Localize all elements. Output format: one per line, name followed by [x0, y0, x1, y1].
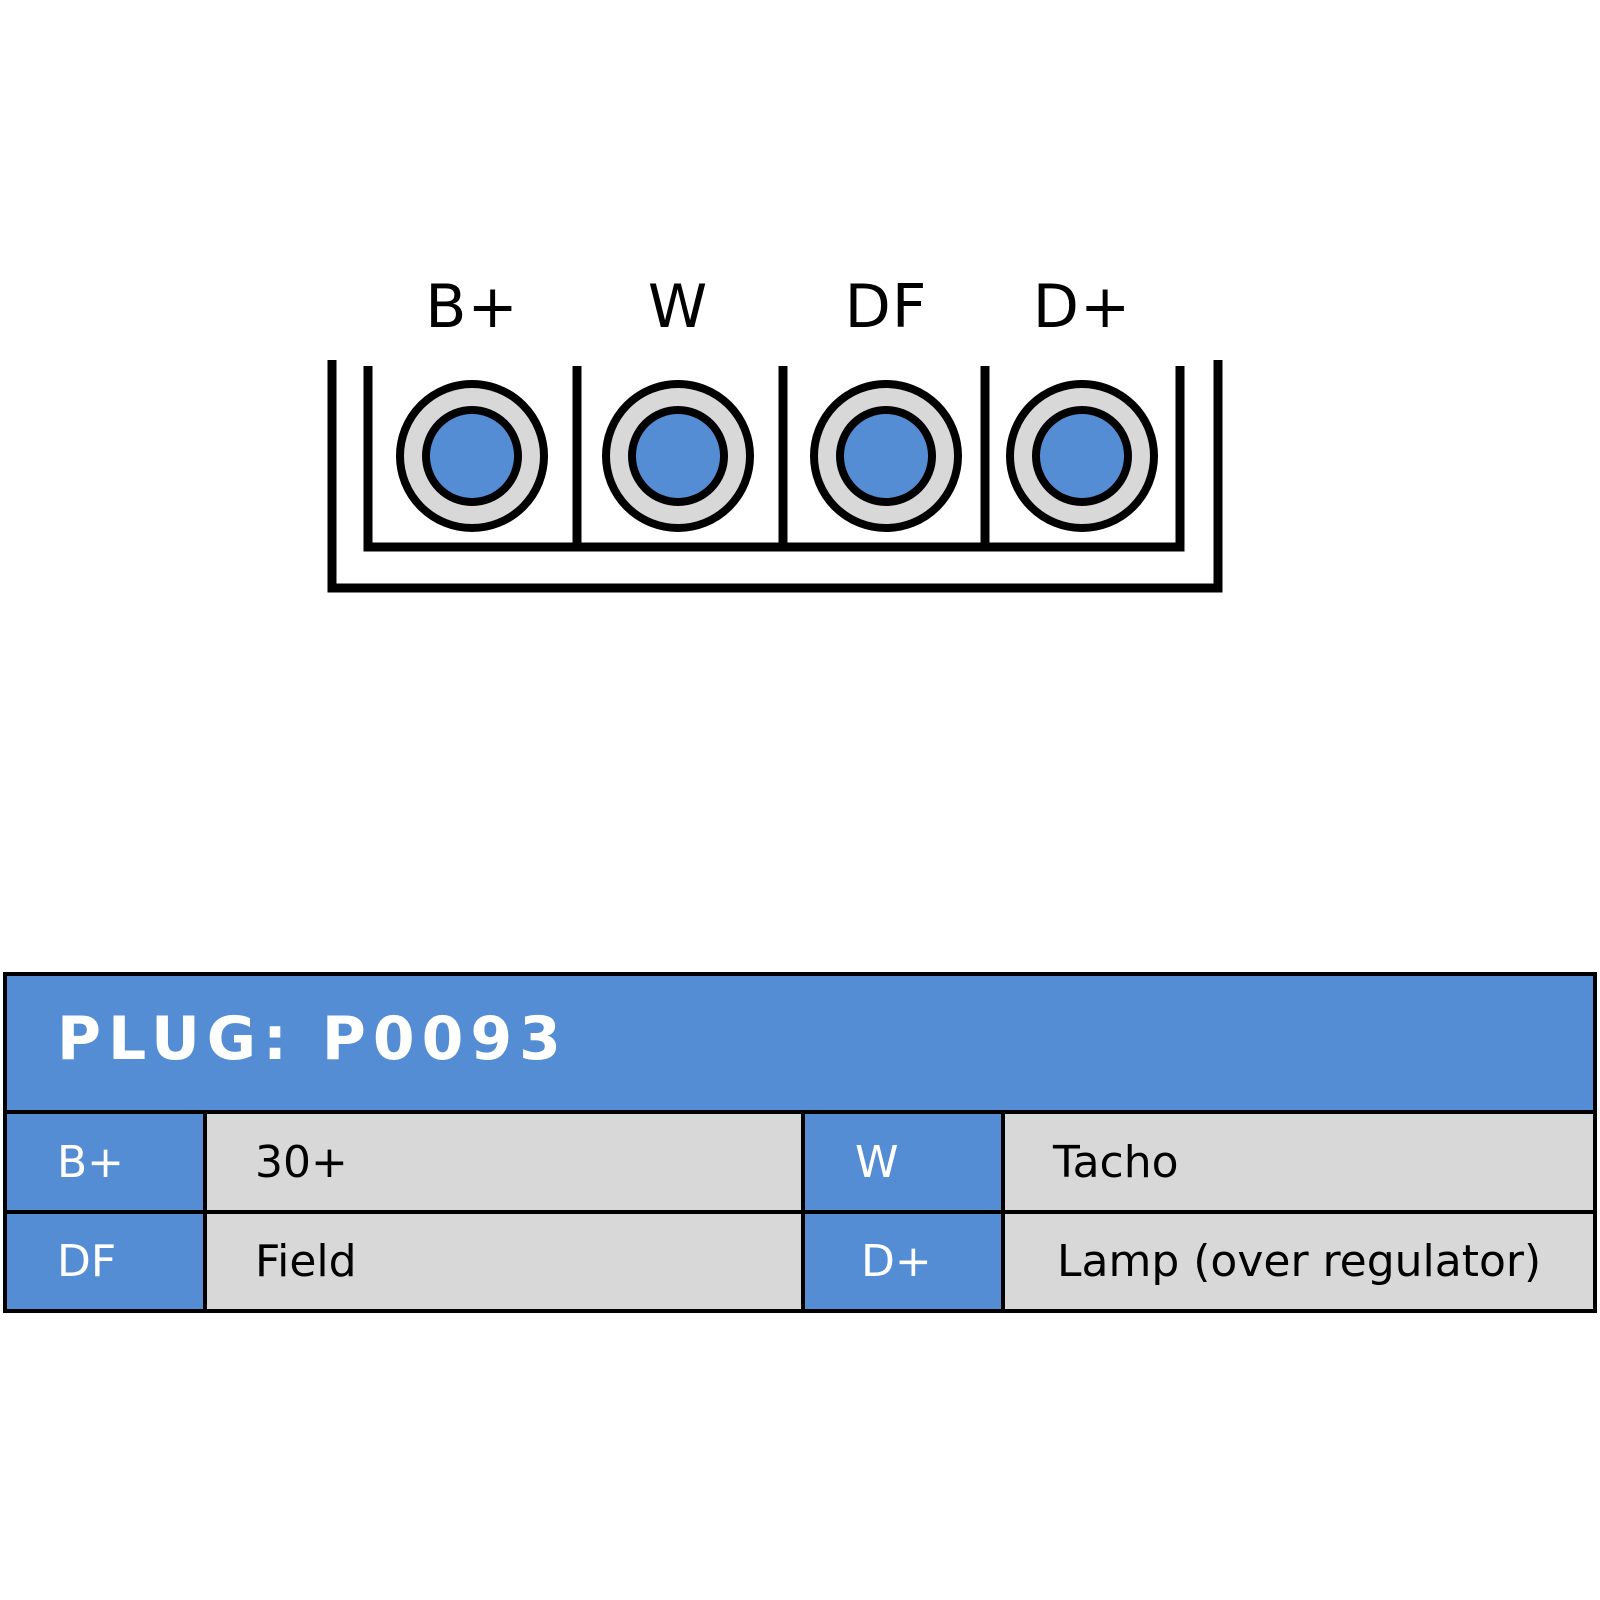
table-column-divider [801, 1114, 805, 1309]
cell-key-label: W [855, 1136, 899, 1188]
plug-title: PLUG: P0093 [57, 1004, 568, 1074]
cell-value-label: Tacho [1053, 1136, 1179, 1188]
pin-label-df: DF [844, 272, 928, 342]
pin-label-w: W [647, 272, 709, 342]
table-cell-key: D+ [805, 1214, 1001, 1309]
cell-value-label: 30+ [255, 1136, 348, 1188]
connector-inner-housing [363, 366, 1185, 552]
table-cell-value: Tacho [1005, 1114, 1593, 1210]
pin-label-b-plus: B+ [425, 272, 519, 342]
table-row-divider [7, 1210, 1593, 1214]
plug-title-bar: PLUG: P0093 [7, 976, 1593, 1114]
table-cell-key: B+ [7, 1114, 203, 1210]
table-cell-key: DF [7, 1214, 203, 1309]
cell-value-label: Field [255, 1236, 357, 1287]
pin-w [602, 380, 754, 532]
table-cell-key: W [805, 1114, 1001, 1210]
pin-b-plus [396, 380, 548, 532]
table-column-divider [203, 1114, 207, 1309]
pin-df [810, 380, 962, 532]
pin-d-plus [1006, 380, 1158, 532]
connector-diagram [327, 360, 1223, 593]
cell-key-label: B+ [57, 1136, 125, 1188]
table-cell-value: 30+ [207, 1114, 801, 1210]
connector-outer-housing [327, 360, 1223, 593]
cell-key-label: D+ [861, 1236, 932, 1287]
table-cell-value: Field [207, 1214, 801, 1309]
plug-table: PLUG: P0093 B+ 30+ W Tacho DF Field D+ L… [3, 972, 1597, 1313]
table-column-divider [1001, 1114, 1005, 1309]
cell-key-label: DF [57, 1236, 117, 1287]
pin-label-d-plus: D+ [1032, 272, 1132, 342]
cell-value-label: Lamp (over regulator) [1057, 1236, 1542, 1287]
table-cell-value: Lamp (over regulator) [1005, 1214, 1593, 1309]
